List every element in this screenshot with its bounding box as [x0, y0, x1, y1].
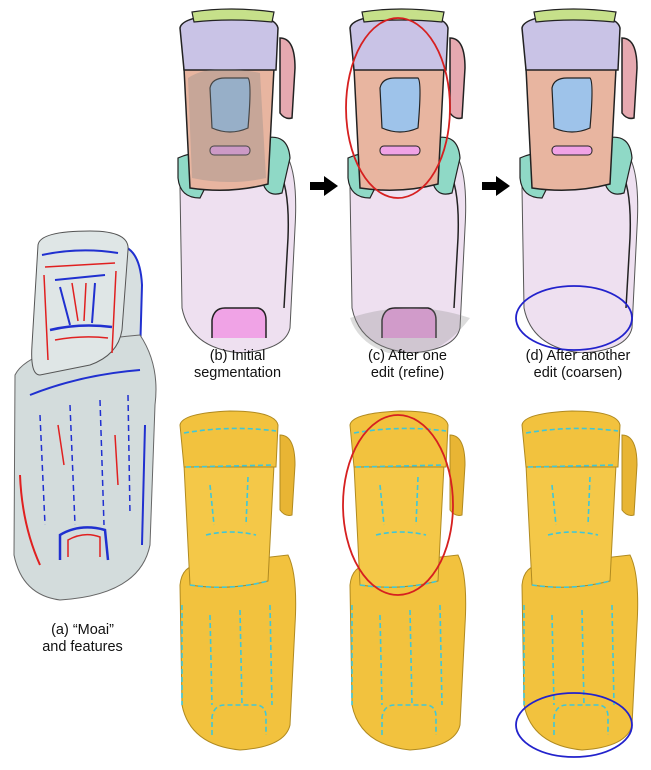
panel-c-textured [340, 405, 475, 760]
caption-d-line-1: (d) After another [505, 348, 651, 365]
caption-d-line-2: edit (coarsen) [505, 365, 651, 382]
caption-b: (b) Initial segmentation [170, 348, 305, 382]
panel-a-moai-features [0, 225, 165, 605]
panel-b-initial-segmentation [170, 8, 305, 353]
moai-refined-segmentation-image [340, 8, 475, 353]
right-arrow-icon [310, 176, 338, 196]
arrow-1 [310, 176, 338, 196]
arrow-2 [482, 176, 510, 196]
panel-d-textured [512, 405, 647, 760]
moai-feature-lines-image [0, 225, 165, 605]
caption-a: (a) “Moai” and features [0, 622, 165, 656]
caption-c-line-1: (c) After one [340, 348, 475, 365]
caption-c: (c) After one edit (refine) [340, 348, 475, 382]
moai-textured-mesh-image [170, 405, 305, 760]
caption-c-line-2: edit (refine) [340, 365, 475, 382]
panel-b-textured [170, 405, 305, 760]
caption-d: (d) After another edit (coarsen) [505, 348, 651, 382]
caption-b-line-1: (b) Initial [170, 348, 305, 365]
panel-c-after-refine [340, 8, 475, 353]
moai-textured-mesh-image [340, 405, 475, 760]
right-arrow-icon [482, 176, 510, 196]
caption-a-line-2: and features [0, 639, 165, 656]
moai-segmentation-image [170, 8, 305, 353]
panel-d-after-coarsen [512, 8, 647, 353]
caption-a-line-1: (a) “Moai” [0, 622, 165, 639]
moai-textured-mesh-image [512, 405, 647, 760]
moai-coarsened-segmentation-image [512, 8, 647, 353]
caption-b-line-2: segmentation [170, 365, 305, 382]
